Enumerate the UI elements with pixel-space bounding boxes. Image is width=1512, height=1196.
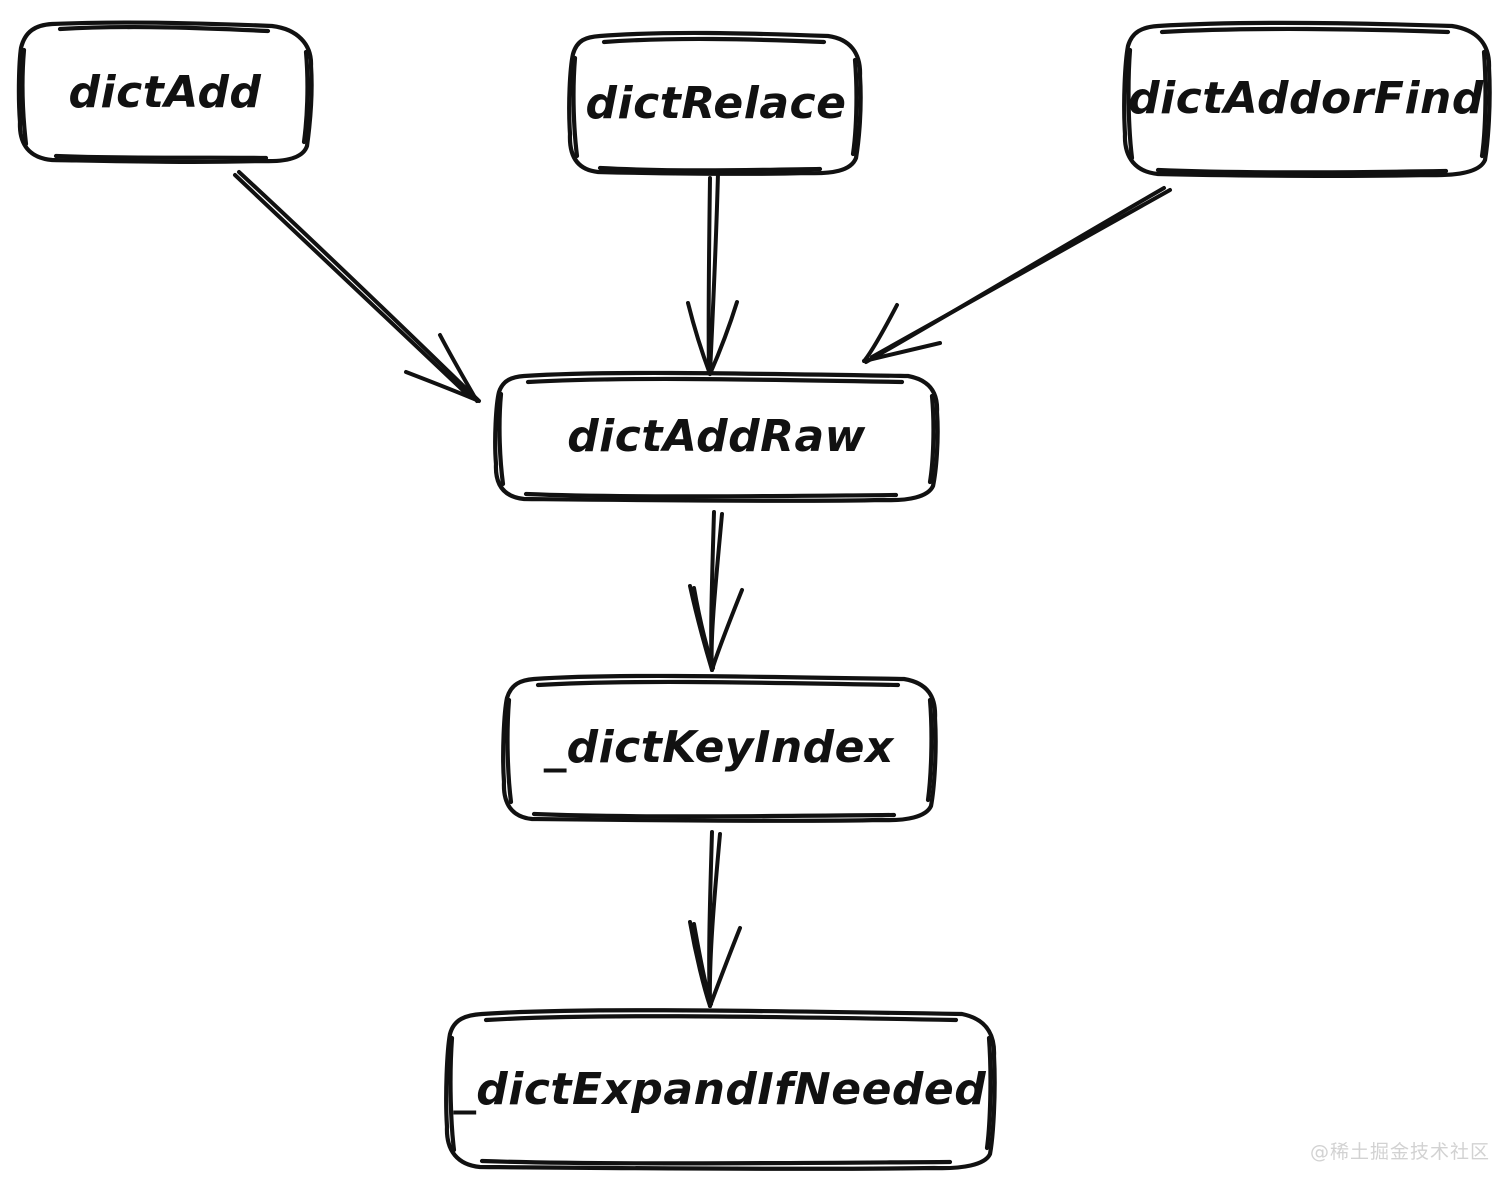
node-shape-dictAddorFind[interactable] (1122, 20, 1492, 178)
edge-dictAddorFind-to-dictAddRaw (862, 186, 1172, 364)
watermark: @稀土掘金技术社区 (1309, 1141, 1490, 1163)
node-shape-_dictExpandIfNeeded[interactable] (444, 1008, 997, 1171)
edge-dictRelace-to-dictAddRaw (686, 171, 739, 376)
node-shape-_dictKeyIndex[interactable] (501, 673, 938, 823)
node-shape-dictRelace[interactable] (567, 30, 863, 176)
node-shape-dictAddRaw[interactable] (493, 370, 940, 503)
edge-_dictKeyIndex-to-_dictExpandIfNeeded (688, 830, 742, 1008)
edge-dictAddRaw-to-_dictKeyIndex (688, 510, 744, 672)
edge-dictAdd-to-dictAddRaw (233, 170, 481, 403)
node-shape-dictAdd[interactable] (16, 20, 314, 164)
